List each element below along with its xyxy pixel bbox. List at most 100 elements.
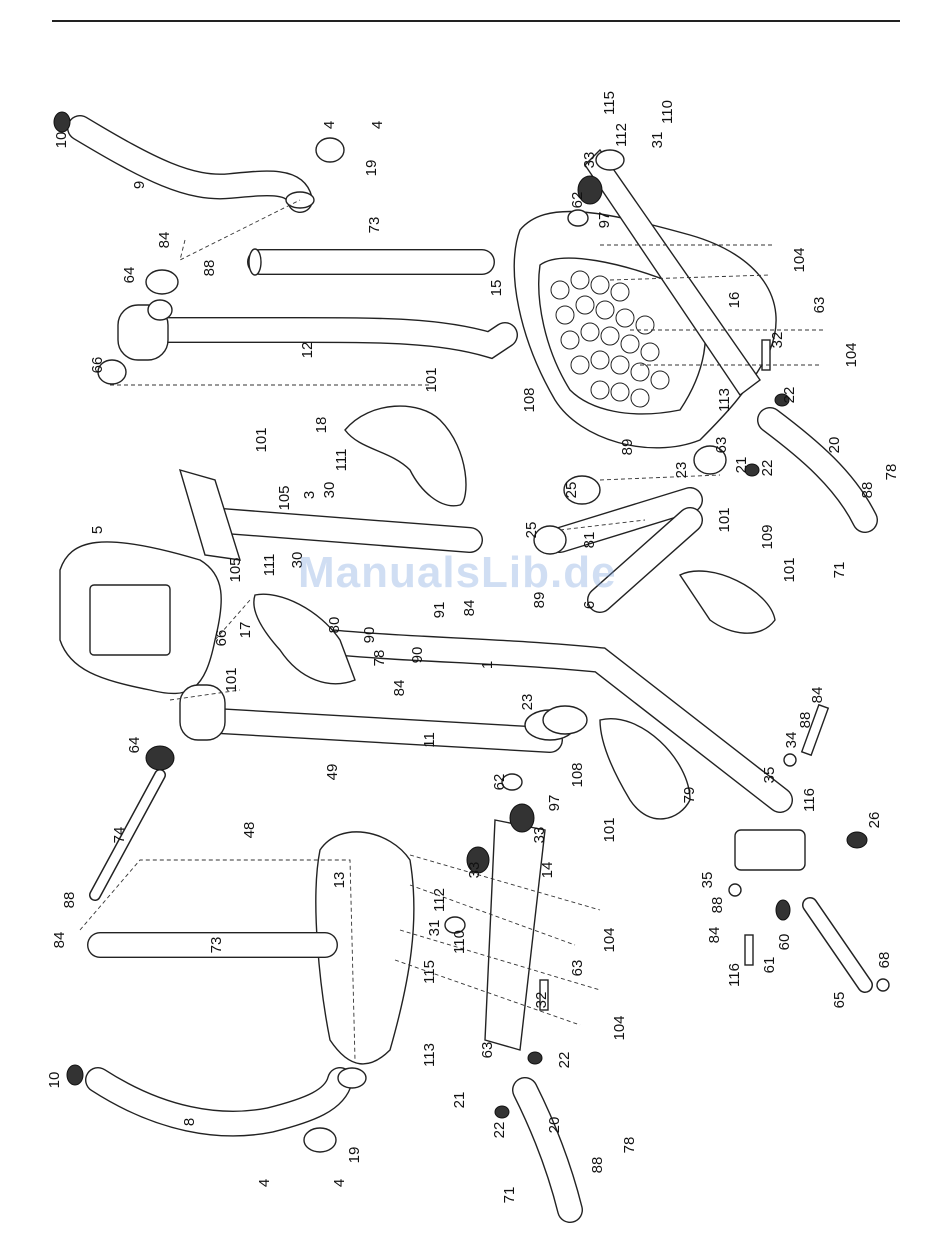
part-label-101: 101 — [423, 367, 440, 392]
part-label-81: 81 — [581, 532, 598, 549]
part-label-31: 31 — [426, 920, 443, 937]
part-label-101: 101 — [781, 557, 798, 582]
tube-74 — [89, 769, 166, 901]
part-label-84: 84 — [706, 927, 723, 944]
part-label-13: 13 — [331, 872, 348, 889]
part-label-35: 35 — [699, 872, 716, 889]
upper-pedal-15 — [513, 148, 777, 449]
pedal-grip-pattern — [550, 270, 670, 408]
lower-pedal-14 — [315, 819, 546, 1065]
part-label-111: 111 — [333, 449, 350, 472]
part-label-104: 104 — [791, 247, 808, 272]
part-label-71: 71 — [501, 1187, 518, 1204]
part-label-22: 22 — [491, 1122, 508, 1139]
part-label-63: 63 — [811, 297, 828, 314]
stabilizer-65 — [802, 897, 873, 993]
part-label-60: 60 — [776, 934, 793, 951]
part-label-3: 3 — [301, 491, 318, 499]
part-label-88: 88 — [709, 897, 726, 914]
part-label-88: 88 — [859, 482, 876, 499]
part-label-104: 104 — [601, 927, 618, 952]
part-label-108: 108 — [521, 387, 538, 412]
small-parts — [145, 175, 890, 1119]
part-label-63: 63 — [713, 437, 730, 454]
part-label-90: 90 — [361, 627, 378, 644]
part-label-101: 101 — [716, 507, 733, 532]
part-label-64: 64 — [121, 267, 138, 284]
part-label-30: 30 — [289, 552, 306, 569]
part-label-112: 112 — [431, 888, 448, 912]
part-label-91: 91 — [431, 602, 448, 619]
upper-arm-12 — [97, 269, 518, 385]
part-label-49: 49 — [324, 764, 341, 781]
part-label-71: 71 — [831, 562, 848, 579]
shroud-109 — [678, 570, 776, 634]
part-label-79: 79 — [681, 787, 698, 804]
part-label-63: 63 — [479, 1042, 496, 1059]
part-label-101: 101 — [223, 667, 240, 692]
watermark: ManualsLib.de — [298, 548, 617, 597]
part-label-108: 108 — [569, 762, 586, 787]
part-label-116: 116 — [726, 963, 743, 987]
part-label-115: 115 — [601, 91, 618, 115]
part-label-32: 32 — [769, 332, 786, 349]
part-label-105: 105 — [276, 485, 293, 510]
part-label-110: 110 — [451, 930, 468, 954]
part-label-112: 112 — [613, 123, 630, 147]
part-label-110: 110 — [659, 100, 676, 124]
part-label-48: 48 — [241, 822, 258, 839]
part-label-64: 64 — [126, 737, 143, 754]
part-label-111: 111 — [261, 554, 278, 577]
part-label-90: 90 — [409, 647, 426, 664]
part-label-16: 16 — [726, 292, 743, 309]
part-label-32: 32 — [533, 992, 550, 1009]
part-label-8: 8 — [181, 1118, 198, 1126]
part-label-31: 31 — [649, 132, 666, 149]
part-label-22: 22 — [759, 460, 776, 477]
part-label-10: 10 — [46, 1072, 63, 1089]
part-label-11: 11 — [421, 732, 438, 748]
part-label-14: 14 — [539, 862, 556, 879]
part-label-4: 4 — [331, 1179, 348, 1187]
shroud-18 — [344, 405, 467, 507]
part-label-78: 78 — [621, 1137, 638, 1154]
part-label-15: 15 — [488, 280, 505, 297]
part-label-22: 22 — [781, 387, 798, 404]
part-label-116: 116 — [801, 788, 818, 812]
part-label-101: 101 — [253, 427, 270, 452]
part-label-84: 84 — [809, 687, 826, 704]
part-label-23: 23 — [673, 462, 690, 479]
part-label-61: 61 — [761, 957, 778, 974]
part-label-5: 5 — [89, 526, 106, 534]
part-label-4: 4 — [256, 1179, 273, 1187]
part-label-97: 97 — [596, 212, 613, 229]
console-5 — [59, 541, 222, 695]
part-label-63: 63 — [569, 960, 586, 977]
part-label-73: 73 — [208, 937, 225, 954]
part-label-88: 88 — [61, 892, 78, 909]
part-label-25: 25 — [523, 522, 540, 539]
part-label-89: 89 — [531, 592, 548, 609]
part-label-73: 73 — [366, 217, 383, 234]
part-label-97: 97 — [546, 795, 563, 812]
part-label-62: 62 — [491, 774, 508, 791]
part-label-101: 101 — [601, 817, 618, 842]
part-label-23: 23 — [519, 694, 536, 711]
part-label-66: 66 — [89, 357, 106, 374]
part-label-113: 113 — [421, 1043, 438, 1067]
part-label-25: 25 — [563, 482, 580, 499]
shroud-79 — [599, 718, 691, 820]
part-label-19: 19 — [363, 160, 380, 177]
leg-20-upper — [757, 407, 878, 533]
upright-post-3 — [178, 468, 483, 561]
part-label-4: 4 — [369, 121, 386, 129]
part-label-17: 17 — [237, 622, 254, 639]
part-label-88: 88 — [589, 1157, 606, 1174]
part-label-66: 66 — [213, 630, 230, 647]
part-label-105: 105 — [227, 557, 244, 582]
part-label-1: 1 — [479, 661, 496, 669]
lower-handlebar-8 — [66, 1064, 367, 1153]
assembly-lines — [79, 199, 825, 1061]
part-label-21: 21 — [733, 457, 750, 474]
